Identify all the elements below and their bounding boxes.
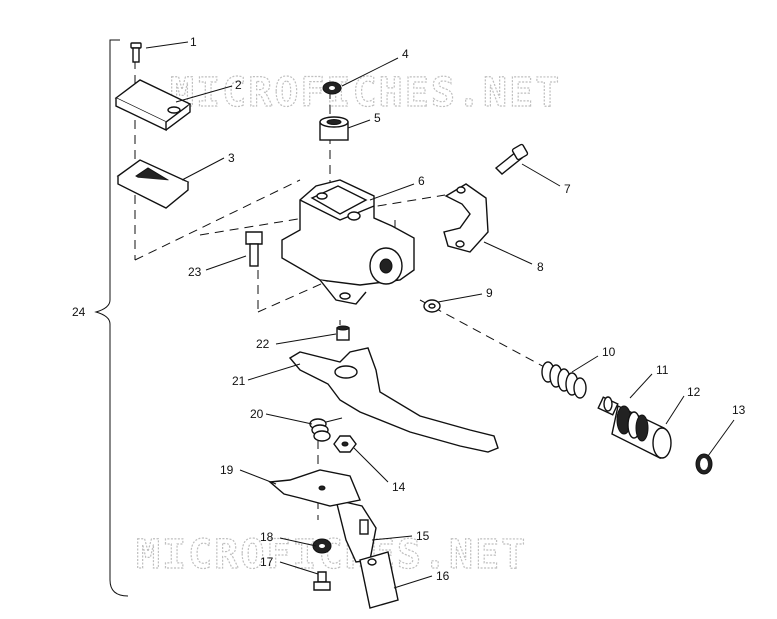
callout-10: 10 [602, 345, 616, 359]
spring-part [541, 361, 587, 399]
snap-ring-part [695, 453, 713, 475]
screw-part [130, 42, 142, 63]
lever-spring-part [309, 417, 343, 442]
diaphragm-part [116, 159, 190, 209]
callout-12: 12 [687, 385, 701, 399]
callout-21: 21 [232, 374, 246, 388]
switch-plate-part [268, 469, 361, 507]
callout-19: 19 [220, 463, 234, 477]
callout-14: 14 [392, 480, 406, 494]
piston-part [597, 396, 619, 416]
callout-5: 5 [374, 111, 381, 125]
callout-4: 4 [402, 47, 409, 61]
brake-lever-part [288, 347, 499, 453]
callout-8: 8 [537, 260, 544, 274]
pivot-pin-part [336, 325, 350, 341]
leader-lines [145, 41, 735, 589]
callout-22: 22 [256, 337, 270, 351]
lever-nut-part [333, 435, 357, 453]
callout-16: 16 [436, 569, 450, 583]
callout-18: 18 [260, 530, 274, 544]
piston-seal-part [611, 404, 672, 460]
clamp-bolt-part [494, 143, 529, 175]
brake-switch-part [359, 551, 399, 609]
callout-7: 7 [564, 182, 571, 196]
switch-screw-part [313, 571, 331, 591]
callout-20: 20 [250, 407, 264, 421]
master-cylinder-part [281, 179, 415, 305]
washer-part [423, 299, 441, 313]
callout-6: 6 [418, 174, 425, 188]
callout-23: 23 [188, 265, 202, 279]
callout-2: 2 [235, 78, 242, 92]
bushing-part [319, 116, 349, 141]
pivot-bolt-part [245, 231, 263, 267]
reservoir-cover-part [114, 79, 192, 132]
watermark-bottom: MICROFICHES.NET [136, 532, 527, 578]
callout-13: 13 [732, 403, 746, 417]
watermark-top: MICROFICHES.NET [170, 70, 561, 116]
handlebar-clamp-part [443, 183, 489, 253]
callout-24: 24 [72, 305, 86, 319]
callout-17: 17 [260, 555, 274, 569]
callout-3: 3 [228, 151, 235, 165]
callout-11: 11 [656, 363, 669, 377]
callout-1: 1 [190, 35, 197, 49]
assembly-bracket [94, 39, 129, 597]
callout-labels: 1 2 3 4 5 6 7 8 9 10 11 12 13 14 15 16 1… [72, 35, 746, 583]
callout-15: 15 [416, 529, 430, 543]
nut-part [322, 81, 342, 95]
callout-9: 9 [486, 286, 493, 300]
switch-nut-part [312, 538, 332, 554]
